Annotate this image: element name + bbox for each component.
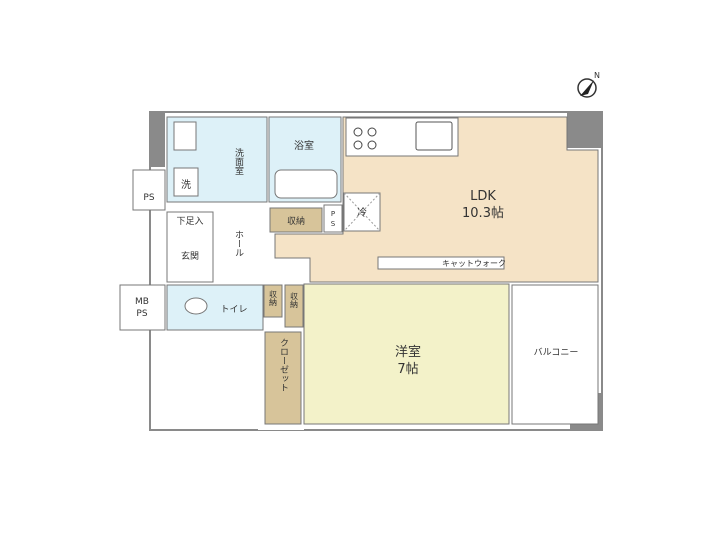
north-arrow-icon: N <box>577 71 600 98</box>
ldk-size: 10.3帖 <box>462 206 504 221</box>
ps2-label: P <box>331 210 335 218</box>
fridge-label: 冷 <box>357 206 367 219</box>
catwalk-label: キャットウォーク <box>442 259 506 268</box>
bath-label: 浴室 <box>294 139 314 152</box>
bathroom: 浴室 <box>268 116 342 203</box>
mbps: MB PS <box>119 284 166 331</box>
closet: クローゼット <box>264 331 302 425</box>
bedroom-name: 洋室 <box>395 344 421 360</box>
storage3: 収納 <box>284 284 304 328</box>
bedroom-size: 7帖 <box>397 362 418 377</box>
mbps-label-ps: PS <box>136 309 147 319</box>
ldk-room: キャットウォーク LDK 10.3帖 冷 P S <box>274 116 599 283</box>
storage2-label: 収納 <box>269 289 278 307</box>
bedroom: 洋室 7帖 <box>303 283 510 425</box>
ps1: PS <box>132 169 166 211</box>
storage1-label: 収納 <box>287 215 305 227</box>
storage2: 収納 <box>263 284 283 318</box>
washroom: 洗 洗面室 <box>166 116 268 203</box>
toilet-label: トイレ <box>220 305 247 315</box>
storage1: 収納 <box>269 207 323 233</box>
mbps-label-mb: MB <box>135 297 149 307</box>
balcony: バルコニー <box>511 284 599 425</box>
washroom-label: 洗面室 <box>233 147 244 175</box>
ps1-label: PS <box>143 193 154 203</box>
stove-icon <box>353 127 377 150</box>
toilet-room: トイレ <box>166 284 264 331</box>
washer-label: 洗 <box>181 179 191 191</box>
storage3-label: 収納 <box>290 291 299 309</box>
closet-label: クローゼット <box>278 338 289 392</box>
balcony-label: バルコニー <box>534 347 579 358</box>
entrance-label: 玄関 <box>181 250 199 262</box>
hall: 下足入 玄関 ホール <box>166 211 244 283</box>
svg-text:N: N <box>594 71 600 80</box>
ldk-name: LDK <box>470 189 496 204</box>
ps2-label-s: S <box>331 220 336 228</box>
sink-icon <box>415 121 453 151</box>
hall-label: ホール <box>233 230 244 257</box>
shoe-box-label: 下足入 <box>176 216 203 227</box>
